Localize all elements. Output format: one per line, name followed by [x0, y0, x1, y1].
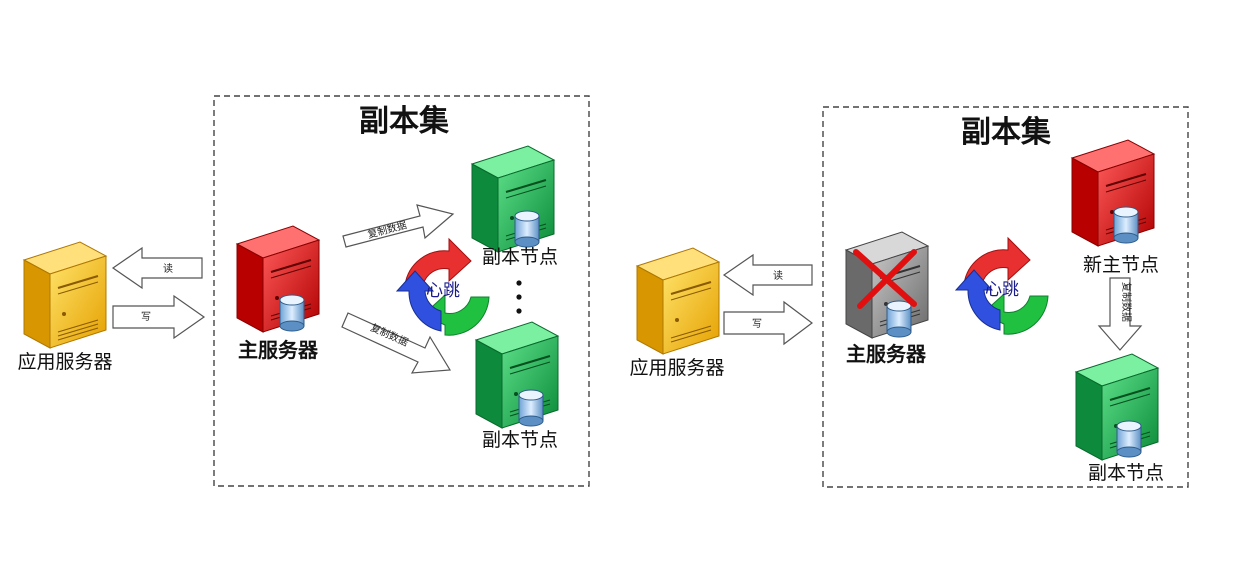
- heartbeat-label-left: 心跳: [426, 281, 460, 301]
- primary-server-label: 主服务器: [238, 338, 319, 362]
- replica-label-bottom: 副本节点: [482, 429, 558, 451]
- replicate-label-right: 复制数据: [1120, 282, 1133, 322]
- replica-label-right: 副本节点: [1088, 462, 1164, 484]
- database-cylinder-icon: [279, 294, 305, 332]
- new-primary-label: 新主节点: [1083, 254, 1159, 276]
- database-cylinder-icon: [518, 389, 544, 427]
- replica-set-title-left: 副本集: [359, 104, 450, 139]
- replicate-arrow-down: 复制数据: [1097, 277, 1143, 351]
- read-arrow: 读: [111, 246, 203, 290]
- read-label-right: 读: [773, 269, 783, 282]
- replica-set-box-right: [822, 106, 1189, 488]
- read-arrow-right: 读: [722, 253, 813, 297]
- replica-set-box-left: [213, 95, 590, 487]
- write-label: 写: [141, 311, 151, 323]
- primary-server-icon: [235, 225, 321, 333]
- new-primary-server-icon: [1070, 139, 1156, 247]
- write-arrow: 写: [112, 294, 206, 340]
- heartbeat-cycle-icon: [954, 236, 1049, 335]
- app-server-label: 应用服务器: [17, 351, 112, 373]
- heartbeat-cycle-icon: [395, 237, 490, 336]
- app-server-label-right: 应用服务器: [629, 357, 724, 379]
- read-label: 读: [163, 262, 173, 275]
- replicate-label-top: 复制数据: [366, 218, 408, 241]
- replica-set-title-right: 副本集: [961, 115, 1052, 150]
- database-cylinder-icon: [514, 210, 540, 248]
- red-x-icon: [853, 249, 917, 309]
- app-server-icon: [635, 247, 721, 355]
- replica-server-icon-top: [470, 145, 556, 253]
- write-label-right: 写: [752, 318, 762, 330]
- replicate-arrow-top: 复制数据: [342, 204, 455, 248]
- replica-server-icon-bottom: [474, 321, 560, 429]
- write-arrow-right: 写: [723, 300, 813, 346]
- replica-server-icon-right: [1074, 353, 1160, 461]
- failed-primary-label: 主服务器: [846, 342, 927, 366]
- replica-label-top: 副本节点: [482, 246, 558, 268]
- heartbeat-label-right: 心跳: [985, 280, 1019, 300]
- more-replicas-ellipsis: [516, 280, 522, 314]
- app-server-icon: [22, 241, 108, 349]
- database-cylinder-icon: [1113, 206, 1139, 244]
- database-cylinder-icon: [1116, 420, 1142, 458]
- database-cylinder-icon: [886, 300, 912, 338]
